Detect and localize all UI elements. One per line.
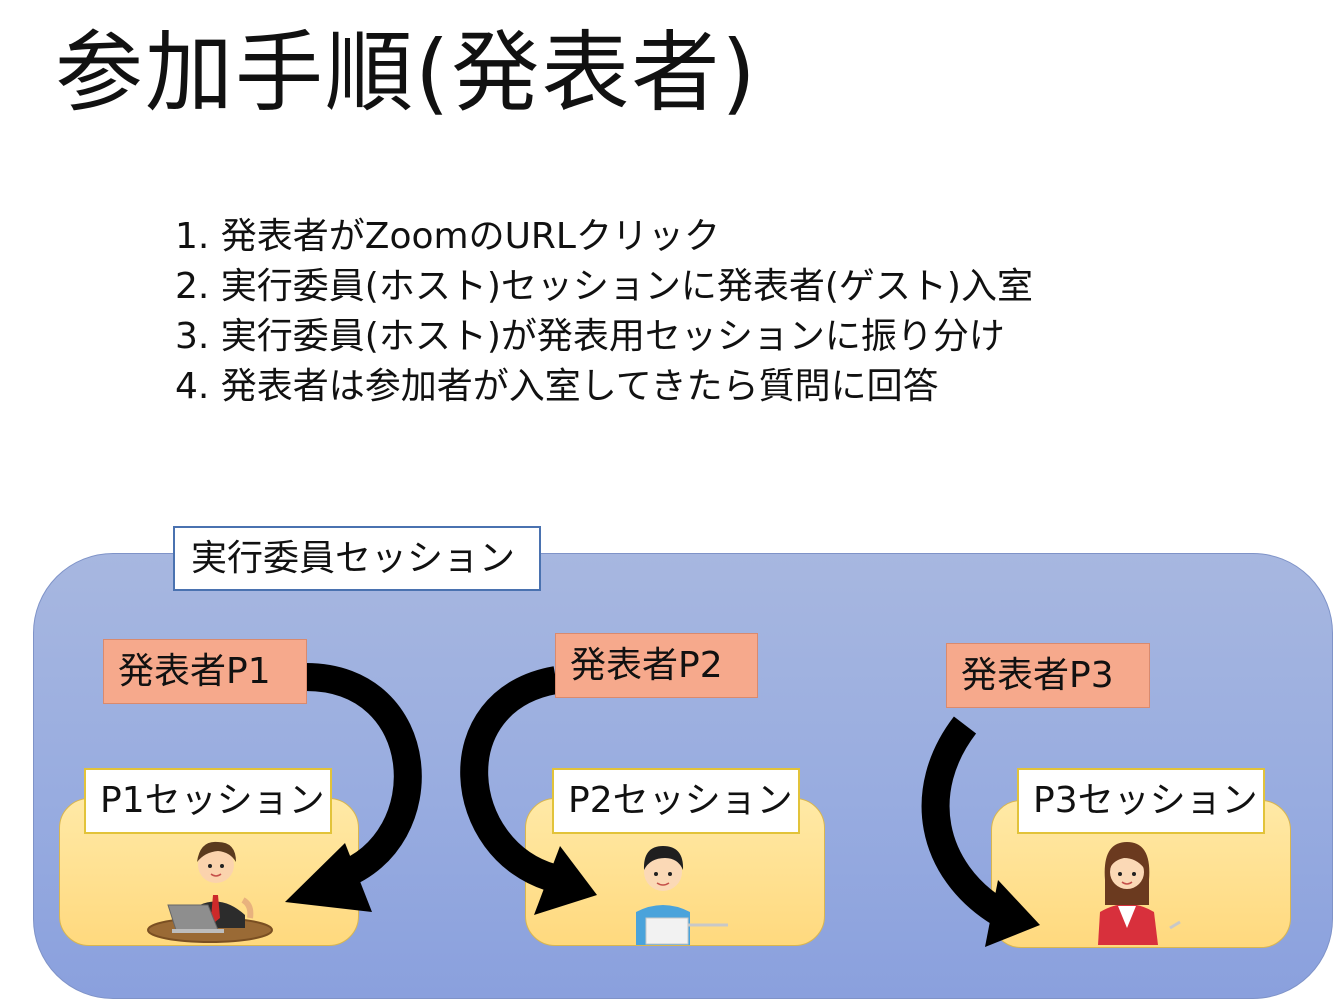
arrow-p3-icon	[921, 716, 1040, 947]
presenter-p3-box: 発表者P3	[946, 643, 1150, 708]
presenter-blue-shirt-icon	[636, 846, 728, 945]
page-title: 参加手順(発表者)	[55, 21, 758, 124]
step-list: 1. 発表者がZoomのURLクリック 2. 実行委員(ホスト)セッションに発表…	[175, 212, 1033, 412]
step-item: 1. 発表者がZoomのURLクリック	[175, 216, 720, 257]
step-item: 2. 実行委員(ホスト)セッションに発表者(ゲスト)入室	[175, 266, 1033, 307]
step-item: 3. 実行委員(ホスト)が発表用セッションに振り分け	[175, 316, 1005, 357]
p1-session-label: P1セッション	[84, 768, 332, 834]
step-item: 4. 発表者は参加者が入室してきたら質問に回答	[175, 366, 939, 407]
committee-session-label: 実行委員セッション	[173, 526, 541, 591]
p3-session-label: P3セッション	[1017, 768, 1265, 834]
arrow-p1-icon	[285, 663, 422, 912]
presenter-with-laptop-icon	[147, 841, 273, 943]
presenter-p1-box: 発表者P1	[103, 639, 307, 704]
p2-session-label: P2セッション	[552, 768, 800, 834]
presenter-p2-box: 発表者P2	[555, 633, 758, 698]
presenter-woman-icon	[1098, 842, 1181, 945]
arrow-p2-icon	[460, 666, 597, 915]
